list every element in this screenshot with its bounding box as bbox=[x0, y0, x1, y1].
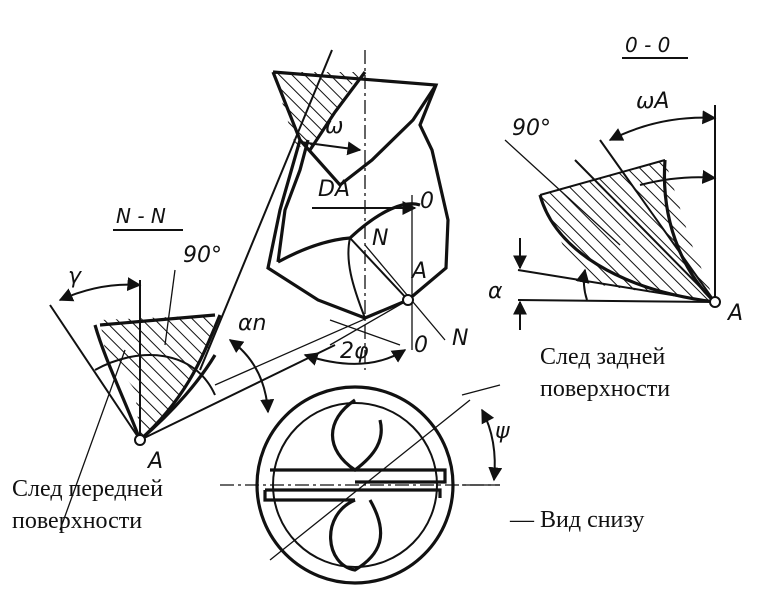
back-trace-caption-line1: След задней bbox=[540, 344, 665, 370]
back-trace-caption-line2: поверхности bbox=[540, 376, 670, 402]
gamma-label: γ bbox=[68, 264, 82, 289]
front-trace-caption-line2: поверхности bbox=[12, 508, 142, 534]
a-right-label: A bbox=[726, 301, 743, 326]
omega-a-label: ωA bbox=[636, 89, 669, 114]
alpha-label: α bbox=[488, 279, 503, 304]
zero-top-label: 0 bbox=[420, 189, 434, 214]
a-left-label: A bbox=[146, 449, 163, 474]
omega-label: ω bbox=[325, 114, 343, 139]
drill-side-view bbox=[199, 49, 450, 386]
a-center-label: A bbox=[410, 259, 427, 284]
da-label: DA bbox=[318, 177, 350, 202]
deg90-left-label: 90° bbox=[183, 243, 222, 268]
n-upper-label: N bbox=[372, 226, 388, 251]
two-phi-label: 2φ bbox=[340, 339, 369, 364]
section-oo-label: 0 - 0 bbox=[625, 33, 670, 57]
section-oo bbox=[504, 105, 721, 330]
psi-label: ψ bbox=[495, 419, 510, 444]
alpha-n-label: αn bbox=[238, 311, 266, 336]
zero-bottom-label: 0 bbox=[414, 333, 428, 358]
front-trace-caption-line1: След передней bbox=[12, 476, 163, 502]
section-nn bbox=[49, 269, 336, 531]
deg90-right-label: 90° bbox=[512, 116, 551, 141]
bottom-view-caption: — Вид снизу bbox=[509, 507, 644, 533]
bottom-view bbox=[220, 384, 503, 585]
n-lower-label: N bbox=[452, 326, 468, 351]
section-nn-label: N - N bbox=[116, 204, 166, 228]
